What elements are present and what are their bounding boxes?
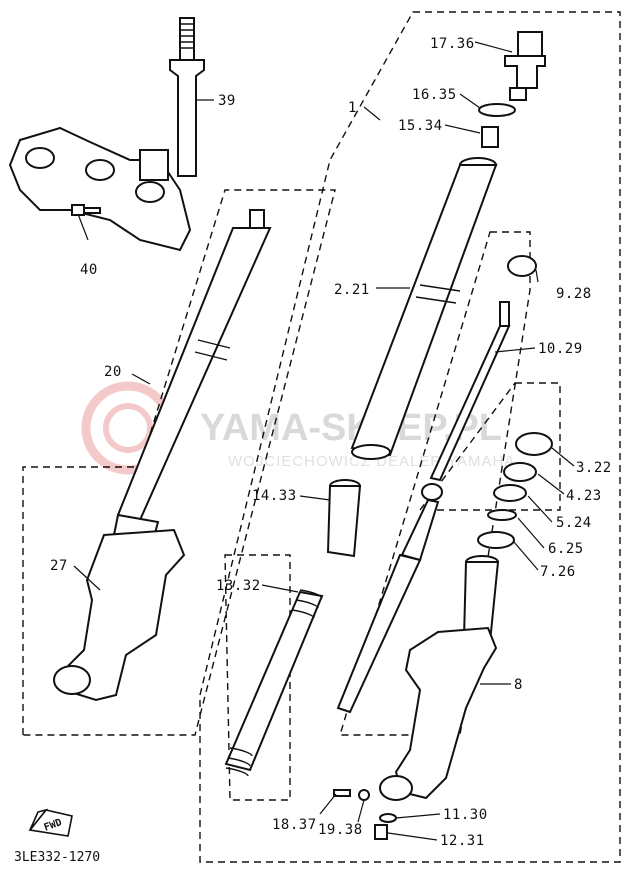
bushing-9: [507, 255, 537, 277]
outline-seal-kit: [418, 382, 561, 511]
cylinder-14: [326, 479, 362, 558]
top-cap-17: [504, 31, 546, 101]
callout-20: 20: [104, 364, 122, 380]
group-outlines: [22, 11, 621, 863]
outline-left-fork: [22, 189, 336, 736]
callout-6-25: 6.25: [548, 541, 584, 557]
callout-16-35: 16.35: [412, 87, 457, 103]
bolt-18-washer-19: [333, 789, 370, 801]
callout-4-23: 4.23: [566, 488, 602, 504]
callout-13-32: 13.32: [216, 578, 261, 594]
callout-12-31: 12.31: [440, 833, 485, 849]
callout-40: 40: [80, 262, 98, 278]
oil-seal-4: [503, 462, 537, 482]
bolt-12: [374, 824, 388, 840]
outline-right-fork: [199, 11, 621, 863]
callout-labels: 39 40 20 27 1 17.36 16.35 15.34 2.21 9.2…: [50, 36, 612, 849]
callout-19-38: 19.38: [318, 822, 363, 838]
callout-10-29: 10.29: [538, 341, 583, 357]
callout-27: 27: [50, 558, 68, 574]
left-fork-assembly: [53, 209, 272, 702]
callout-15-34: 15.34: [398, 118, 443, 134]
callout-3-22: 3.22: [576, 460, 612, 476]
bushing-3: [515, 432, 553, 456]
spring-13: [224, 589, 324, 777]
outer-tube-8: [379, 555, 500, 801]
clip-6: [487, 509, 518, 521]
washer-5: [493, 484, 527, 502]
callout-2-21: 2.21: [334, 282, 370, 298]
drawing-code: 3LE332-1270: [14, 850, 100, 865]
dust-seal-7: [477, 531, 515, 549]
callout-7-26: 7.26: [540, 564, 576, 580]
inner-tube-2: [350, 157, 498, 460]
o-ring-16: [478, 103, 516, 117]
leader-lines: [73, 41, 575, 841]
collar-15: [481, 126, 499, 148]
callout-9-28: 9.28: [556, 286, 592, 302]
callout-1: 1: [348, 100, 357, 116]
callout-17-36: 17.36: [430, 36, 475, 52]
under-bracket: [8, 17, 205, 252]
damper-rod-10: [336, 301, 511, 714]
callout-8: 8: [514, 677, 523, 693]
fwd-arrow: FWD: [28, 808, 73, 837]
callout-14-33: 14.33: [252, 488, 297, 504]
callout-11-30: 11.30: [443, 807, 488, 823]
callout-18-37: 18.37: [272, 817, 317, 833]
callout-39: 39: [218, 93, 236, 109]
washer-11: [379, 813, 397, 823]
callout-5-24: 5.24: [556, 515, 592, 531]
